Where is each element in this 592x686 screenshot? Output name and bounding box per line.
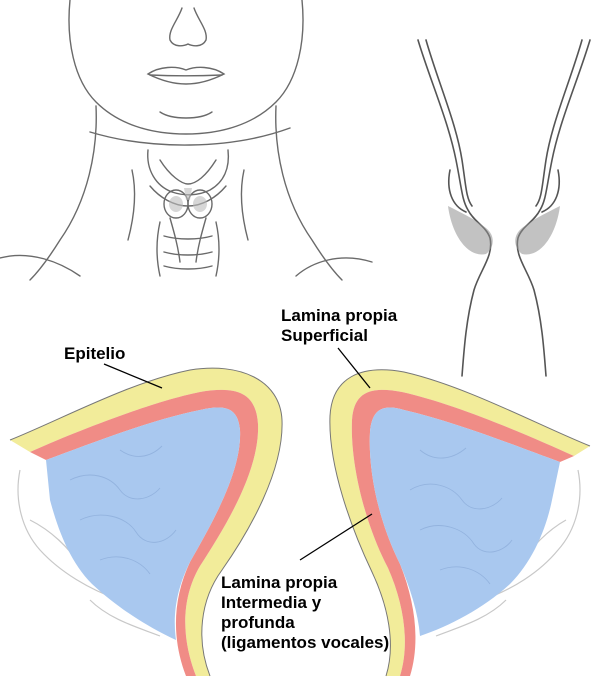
- lamina-superficial-line-1: Lamina propia: [281, 306, 397, 326]
- coronal-section-sketch: [418, 40, 590, 376]
- coronal-section-folds: [448, 206, 560, 254]
- lamina-intermedia-line-3: profunda: [221, 613, 389, 633]
- lamina-intermedia-label: Lamina propia Intermedia y profunda (lig…: [221, 573, 389, 653]
- epitelio-label: Epitelio: [64, 344, 125, 364]
- lamina-intermedia-line-2: Intermedia y: [221, 593, 389, 613]
- neck-sketch: [0, 0, 372, 280]
- lamina-superficial-line-2: Superficial: [281, 326, 397, 346]
- lamina-intermedia-line-4: (ligamentos vocales): [221, 633, 389, 653]
- lamina-superficial-label: Lamina propia Superficial: [281, 306, 397, 346]
- lamina-intermedia-line-1: Lamina propia: [221, 573, 389, 593]
- epitelio-pointer: [104, 364, 162, 388]
